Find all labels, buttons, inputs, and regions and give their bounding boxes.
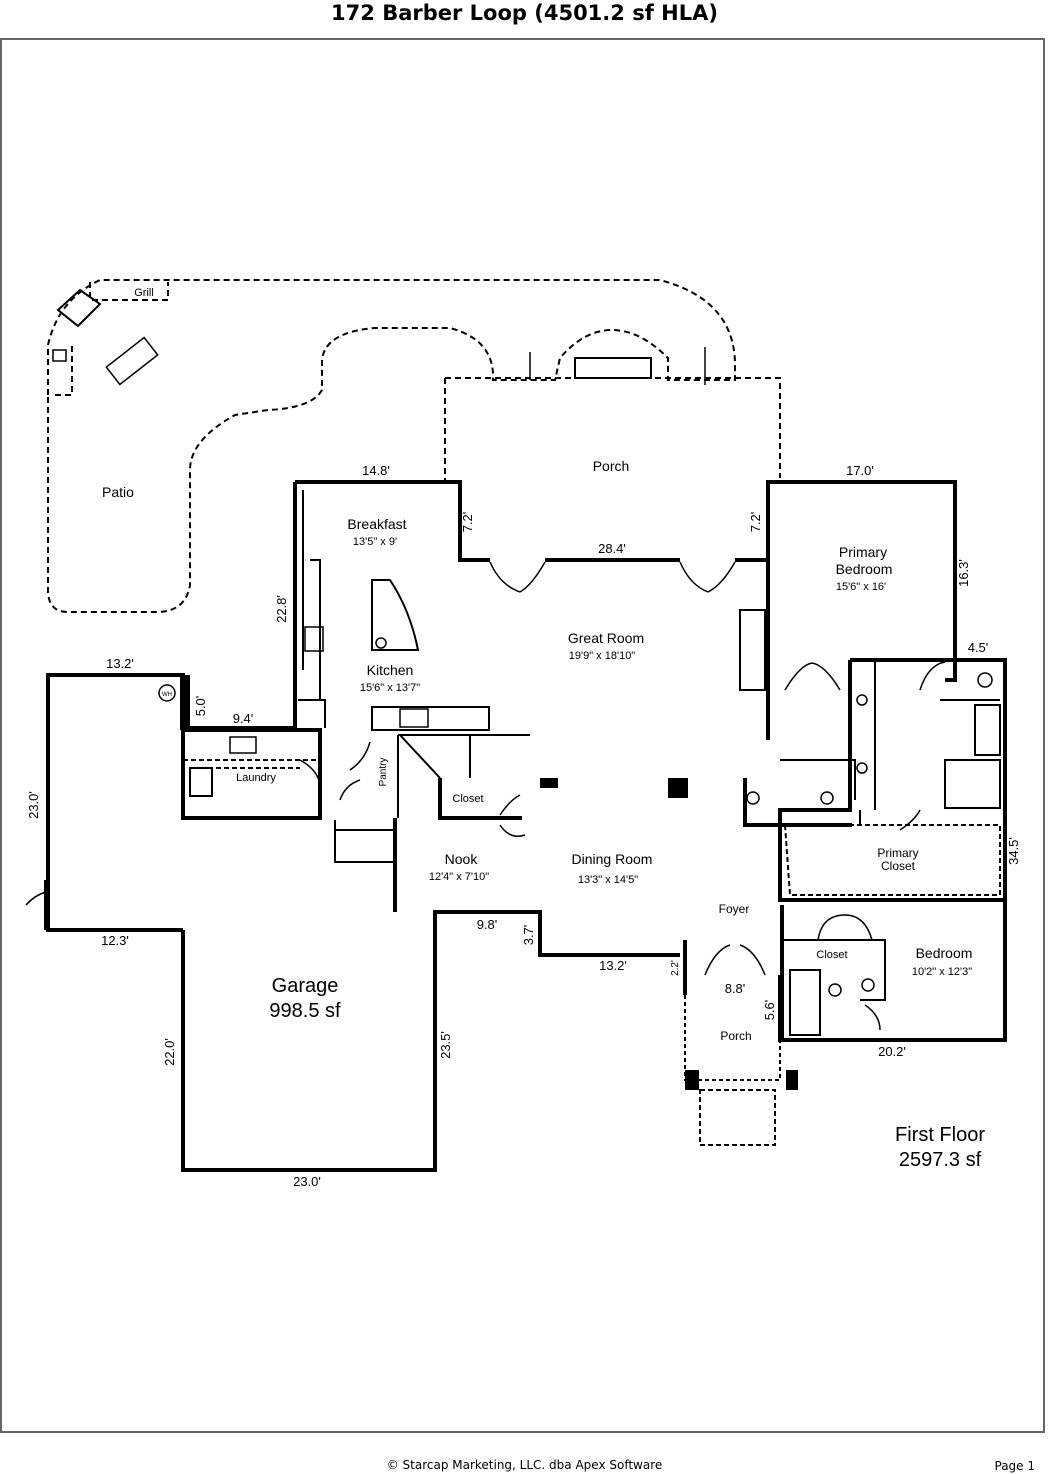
water-heater-label: WH bbox=[162, 692, 172, 698]
dim-label: 22.0' bbox=[162, 1038, 177, 1066]
dim-label: 5.0' bbox=[193, 696, 208, 717]
kitchen-label: Kitchen bbox=[367, 662, 414, 678]
dim-label: 34.5' bbox=[1006, 837, 1021, 865]
page-number: Page 1 bbox=[994, 1459, 1036, 1473]
dim-label: 12.3' bbox=[101, 933, 129, 948]
great-room-dim: 19'9" x 18'10" bbox=[569, 650, 636, 662]
dim-label: 23.0' bbox=[26, 791, 41, 819]
patio-label: Patio bbox=[102, 484, 134, 500]
porch-front-label: Porch bbox=[720, 1029, 751, 1043]
bedroom-label: Bedroom bbox=[916, 945, 973, 961]
dim-label: 23.0' bbox=[293, 1174, 321, 1189]
dim-label: 3.7' bbox=[521, 925, 536, 946]
floor-name: First Floor bbox=[895, 1124, 985, 1146]
breakfast-label: Breakfast bbox=[347, 516, 406, 532]
dim-label: 7.2' bbox=[748, 512, 763, 533]
garage-label: Garage bbox=[272, 975, 339, 997]
primary-bedroom-dim: 15'6" x 16' bbox=[836, 581, 886, 593]
pantry-label: Pantry bbox=[378, 758, 389, 787]
grill-label: Grill bbox=[134, 287, 154, 299]
dim-label: 22.8' bbox=[274, 595, 289, 623]
dim-label: 14.8' bbox=[362, 463, 390, 478]
dim-label: 16.3' bbox=[956, 559, 971, 587]
closet-bed-label: Closet bbox=[816, 949, 847, 961]
dim-label: 2.2' bbox=[670, 960, 681, 976]
bedroom-dim: 10'2" x 12'3" bbox=[912, 966, 972, 978]
breakfast-dim: 13'5" x 9' bbox=[353, 536, 397, 548]
drawing-frame bbox=[0, 38, 1045, 1433]
nook-label: Nook bbox=[445, 851, 479, 867]
patio-outline bbox=[47, 279, 781, 613]
primary-bedroom-label-1: Primary bbox=[839, 544, 887, 560]
primary-closet-label-2: Closet bbox=[881, 859, 916, 873]
door-swings bbox=[25, 561, 946, 1031]
dining-room-dim: 13'3" x 14'5" bbox=[578, 874, 638, 886]
nook-dim: 12'4" x 7'10" bbox=[429, 871, 489, 883]
copyright-footer: © Starcap Marketing, LLC. dba Apex Softw… bbox=[386, 1458, 663, 1472]
dim-label: 13.2' bbox=[599, 958, 627, 973]
garage-area: 998.5 sf bbox=[269, 1000, 341, 1022]
porch-back-label: Porch bbox=[593, 458, 630, 474]
dimension-labels: 14.8' 17.0' 7.2' 7.2' 28.4' 16.3' 22.8' … bbox=[26, 463, 1021, 1189]
wall-blocks bbox=[180, 675, 798, 1090]
patio-features bbox=[52, 288, 706, 386]
dim-label: 9.4' bbox=[233, 711, 254, 726]
foyer-label: Foyer bbox=[719, 902, 750, 916]
dim-label: 5.6' bbox=[762, 1000, 777, 1021]
page-title: 172 Barber Loop (4501.2 sf HLA) bbox=[331, 1, 718, 25]
floor-area: 2597.3 sf bbox=[899, 1149, 982, 1171]
dim-label: 4.5' bbox=[968, 640, 989, 655]
dining-room-label: Dining Room bbox=[572, 851, 653, 867]
great-room-label: Great Room bbox=[568, 630, 644, 646]
dim-label: 20.2' bbox=[878, 1044, 906, 1059]
primary-bedroom-label-2: Bedroom bbox=[836, 561, 893, 577]
fixtures bbox=[158, 626, 993, 997]
dim-label: 23.5' bbox=[438, 1031, 453, 1059]
closet-hall-label: Closet bbox=[452, 793, 483, 805]
laundry-label: Laundry bbox=[236, 772, 276, 784]
dim-label: 8.8' bbox=[725, 981, 746, 996]
interior-walls-thin bbox=[44, 490, 1001, 1170]
primary-closet-label-1: Primary bbox=[877, 846, 918, 860]
kitchen-dim: 15'6" x 13'7" bbox=[360, 682, 420, 694]
dim-label: 9.8' bbox=[477, 917, 498, 932]
dim-label: 17.0' bbox=[846, 463, 874, 478]
dim-label: 13.2' bbox=[106, 656, 134, 671]
room-labels: Patio Grill Porch Breakfast 13'5" x 9' K… bbox=[102, 287, 985, 1171]
dim-label: 7.2' bbox=[460, 512, 475, 533]
dim-label: 28.4' bbox=[598, 541, 626, 556]
